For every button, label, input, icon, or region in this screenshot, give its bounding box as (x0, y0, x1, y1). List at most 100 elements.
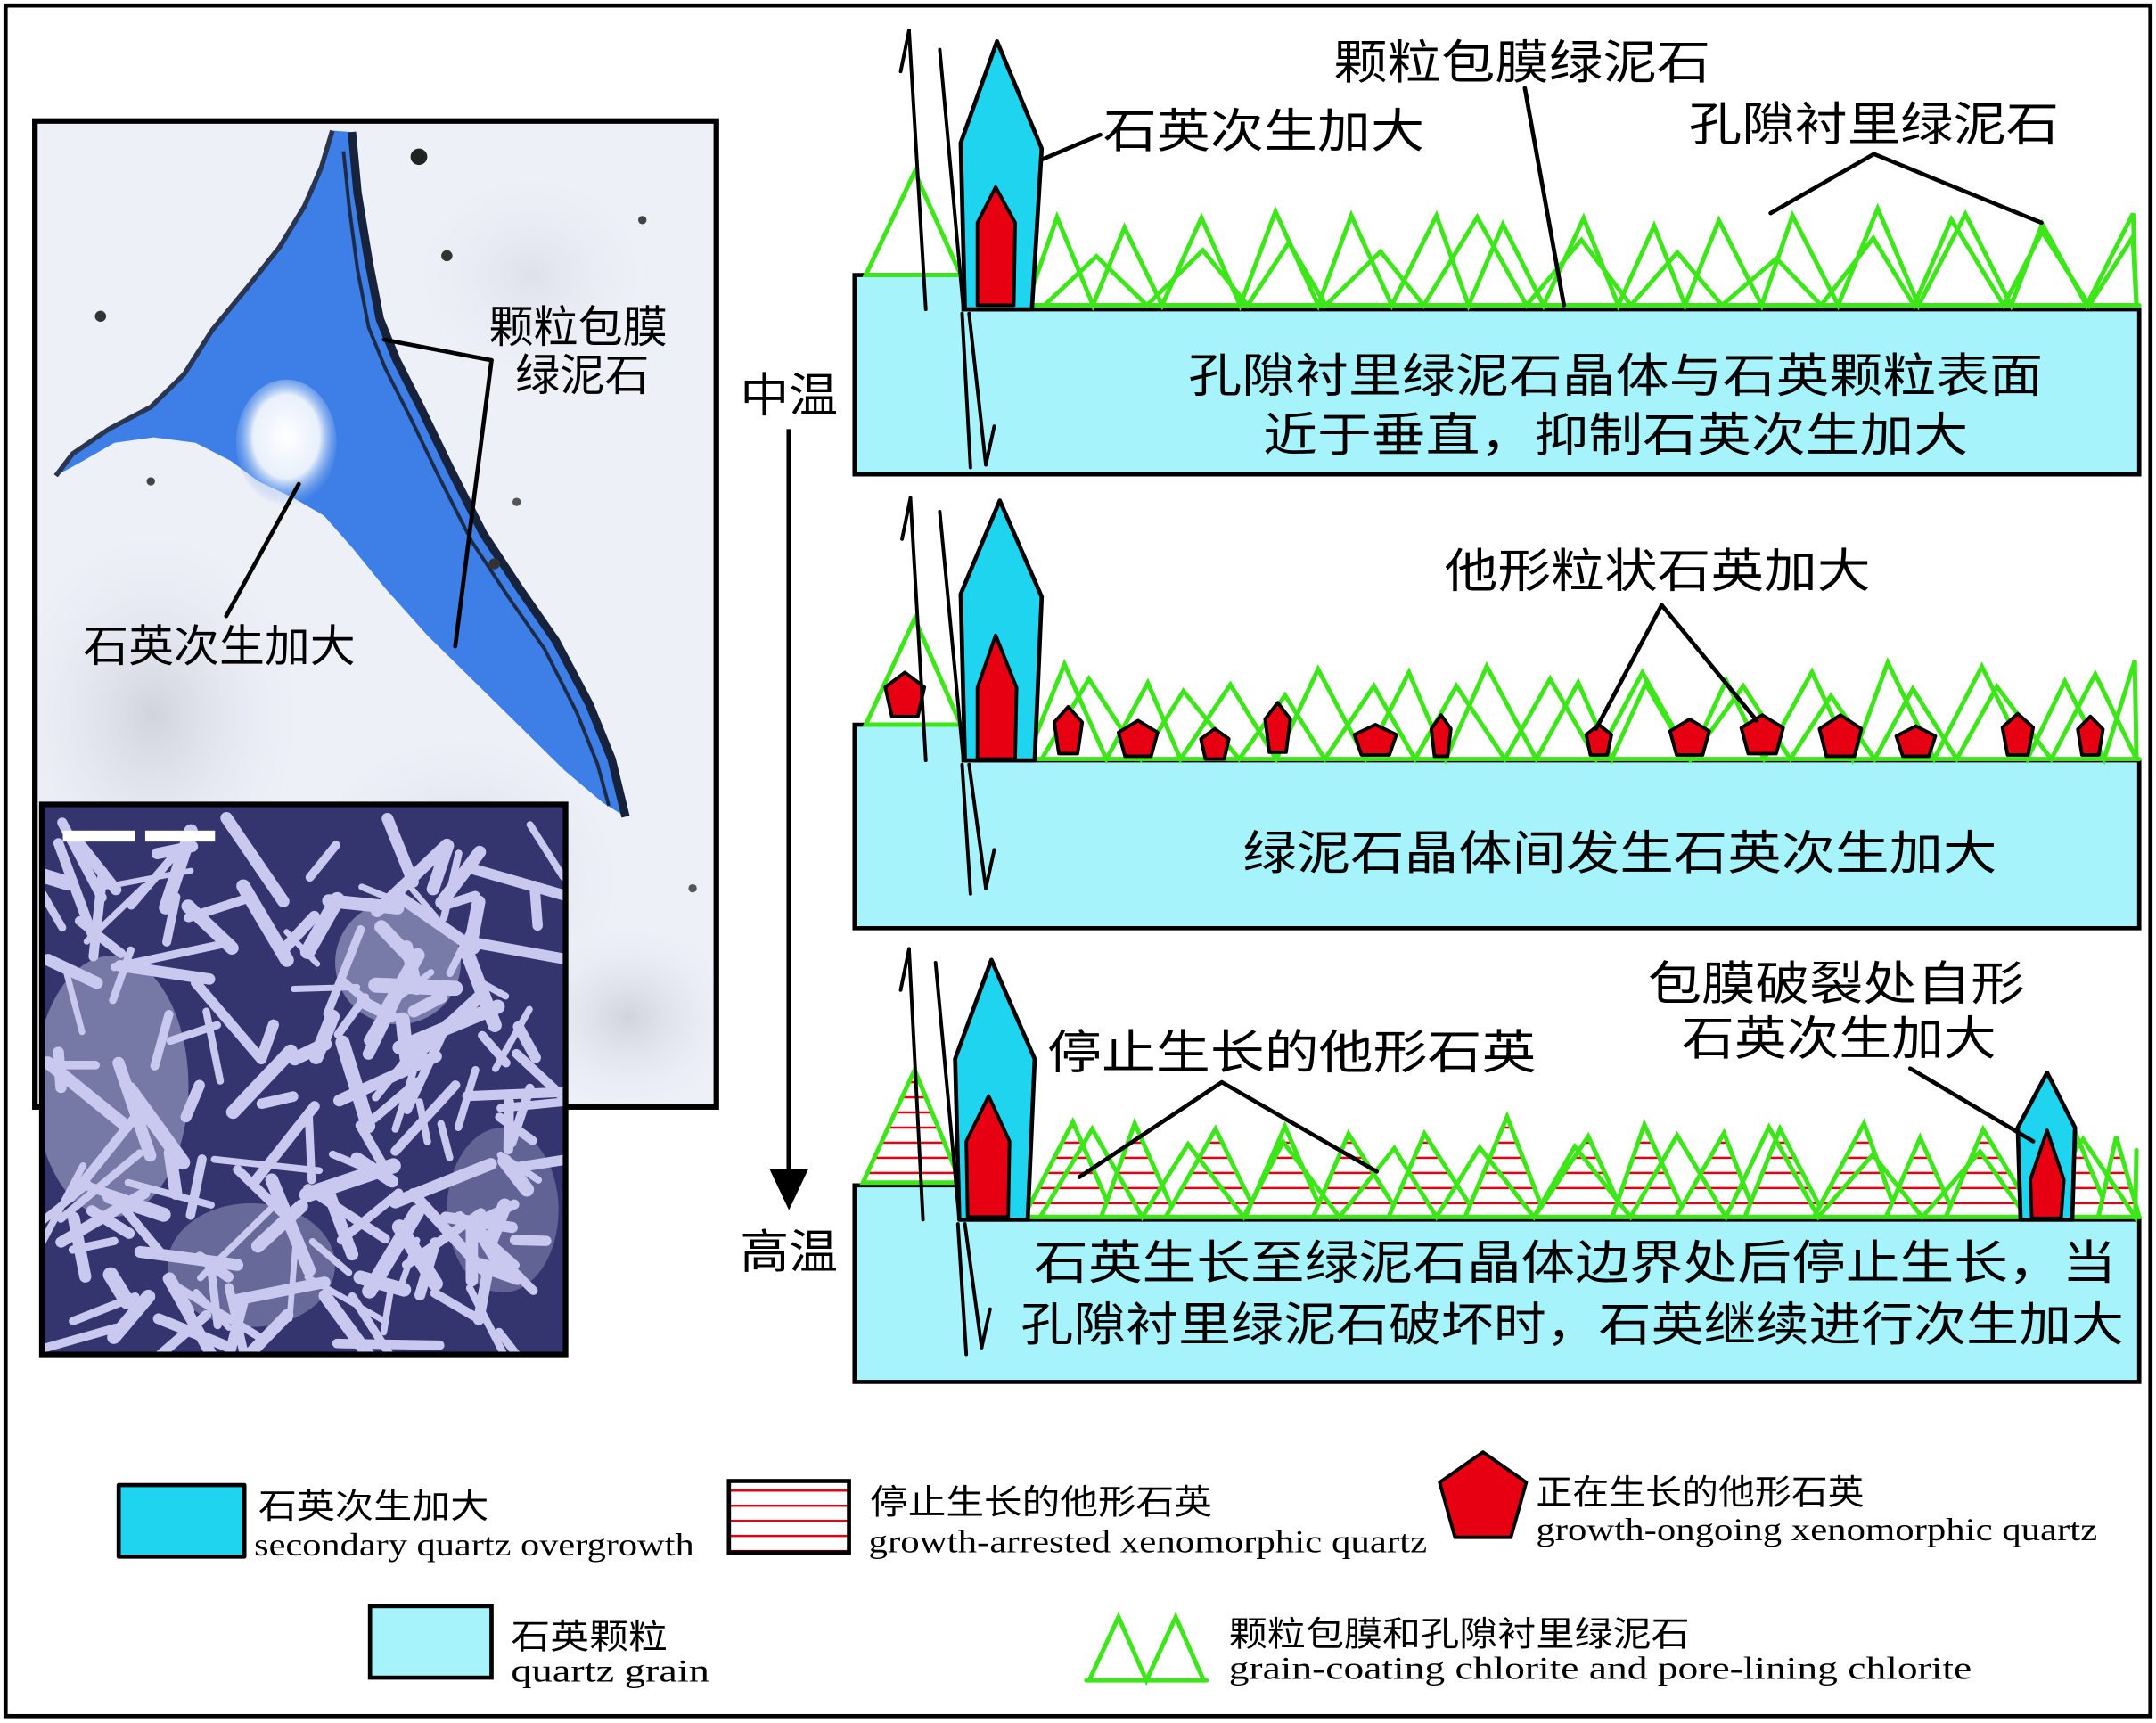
legend-swatch-overgrowth (116, 1482, 247, 1559)
chlorite-flake (162, 1273, 218, 1355)
panel2-caption: 绿泥石晶体间发生石英次生加大 (1242, 826, 1996, 881)
legend-swatch-arrested-quartz (726, 1479, 851, 1555)
panel1-lining-leader (1768, 152, 1876, 216)
fault-arrow-up-barb (898, 29, 911, 74)
chlorite-flake (474, 1258, 525, 1285)
legend-label-zh: 石英颗粒 (511, 1618, 667, 1658)
chlorite-flake (290, 983, 361, 992)
chlorite-flake (150, 1009, 174, 1071)
sem-chlorite-flakes (42, 812, 566, 1355)
scale-bar (62, 830, 135, 842)
photo-coating-leader (453, 357, 494, 649)
chlorite-flake (113, 1197, 168, 1261)
chlorite-flake (395, 1012, 414, 1065)
fault-line (938, 47, 965, 312)
chlorite-flake (469, 864, 566, 902)
chlorite-flake (466, 1199, 520, 1229)
panel1-caption-line1: 孔隙衬里绿泥石晶体与石英颗粒表面 (1188, 349, 2043, 404)
xenomorphic-quartz-core (975, 633, 1019, 761)
photo-mottle (405, 165, 657, 385)
chlorite-flake (371, 838, 454, 917)
chlorite-flake (318, 1289, 376, 1355)
panel2-xenomorphic-leader (1594, 603, 1664, 731)
chlorite-flake (180, 1079, 205, 1123)
chlorite-flake (509, 1235, 552, 1246)
temperature-top-label: 中温 (740, 369, 838, 423)
chlorite-flake (163, 1146, 183, 1201)
photo-coating-leader (381, 337, 494, 363)
legend-label-en: grain-coating chlorite and pore-lining c… (1229, 1651, 1972, 1686)
chlorite-flake (159, 824, 198, 915)
chlorite-flake (250, 1199, 308, 1253)
opaque-grain (441, 250, 453, 262)
chlorite-flake (69, 832, 122, 896)
fault-arrow-down-barb (984, 424, 996, 467)
chlorite-flake (390, 1080, 461, 1156)
panel1-coating-label: 颗粒包膜绿泥石 (1333, 36, 1710, 90)
fault-line (938, 509, 965, 763)
photo-coating-label: 绿泥石 (515, 349, 649, 401)
chlorite-left-crystal (859, 1063, 964, 1186)
panel-intermediate: 绿泥石晶体间发生石英次生加大 他形粒状石英加大 (852, 496, 2142, 931)
chlorite-flake (256, 1091, 299, 1110)
euhedral-overgrowth-core (2029, 1128, 2066, 1220)
chlorite-crystal-row (1037, 1122, 2139, 1225)
panel-medium-temperature: 孔隙衬里绿泥石晶体与石英颗粒表面 近于垂直，抑制石英次生加大 颗粒包膜绿泥石 石… (852, 29, 2142, 477)
chlorite-flake (391, 1219, 443, 1292)
fault-arrow-down (963, 1222, 984, 1350)
chlorite-flake (74, 915, 127, 958)
opaque-grain (146, 477, 155, 486)
chlorite-flake (102, 1189, 171, 1222)
fault-arrow-up (906, 29, 928, 312)
chlorite-coating-inner (341, 151, 611, 807)
chlorite-flake (406, 883, 439, 919)
chlorite-flake (336, 1188, 404, 1245)
chlorite-flake (181, 899, 239, 955)
chlorite-flake (437, 1120, 454, 1161)
chlorite-flake (202, 1007, 225, 1085)
chlorite-flake (439, 849, 463, 922)
legend-label-en: growth-arrested xenomorphic quartz (868, 1524, 1427, 1560)
photo-overgrowth-leader (224, 481, 301, 619)
chlorite-flake (286, 1235, 299, 1322)
opaque-grain (688, 883, 697, 893)
chlorite-flake (471, 975, 510, 1000)
chlorite-flake (392, 999, 505, 1055)
opaque-grain (512, 497, 521, 506)
chlorite-flake (86, 1205, 135, 1239)
chlorite-flake (109, 946, 135, 1005)
photo-overgrowth-label: 石英次生加大 (83, 620, 356, 672)
chlorite-flake (323, 925, 365, 1018)
sem-frame (38, 801, 569, 1358)
chlorite-flake (185, 1154, 207, 1220)
chlorite-flake (210, 1155, 324, 1175)
legend-label-en: growth-ongoing xenomorphic quartz (1536, 1512, 2097, 1547)
chlorite-flake (190, 977, 266, 1063)
panel1-overgrowth-leader (1039, 132, 1103, 162)
chlorite-flake (355, 1120, 389, 1170)
chlorite-left-crystal (862, 166, 964, 278)
chlorite-flake (332, 1050, 442, 1107)
legend: 石英次生加大 secondary quartz overgrowth 停止生长的… (116, 1450, 2097, 1689)
panel3-euhedral-label-line1: 包膜破裂处自形 (1648, 957, 2025, 1012)
panel1-lining-leader (1872, 152, 2044, 226)
chlorite-flake (61, 962, 86, 1036)
photo-coating-label: 颗粒包膜 (488, 301, 668, 353)
chlorite-flake (229, 1276, 331, 1307)
growing-xenomorphic-quartz-grain (1894, 724, 1938, 759)
legend-label-zh: 颗粒包膜和孔隙衬里绿泥石 (1229, 1615, 1690, 1655)
panel1-coating-leader (1522, 86, 1567, 308)
chlorite-flake (446, 917, 480, 978)
panel2-xenomorphic-label: 他形粒状石英加大 (1445, 545, 1871, 599)
growing-xenomorphic-quartz-grain (1052, 705, 1085, 756)
temperature-bottom-label: 高温 (740, 1226, 838, 1280)
arrested-xenomorphic-quartz (1020, 1111, 2143, 1225)
panel3-caption-line2: 孔隙衬里绿泥石破坏时，石英继续进行次生加大 (1021, 1299, 2124, 1353)
chlorite-flake (299, 891, 345, 959)
chlorite-flake (236, 879, 294, 967)
legend-label-zh: 停止生长的他形石英 (870, 1483, 1212, 1523)
chlorite-flake (276, 910, 320, 957)
chlorite-flake (335, 1035, 376, 1134)
chlorite-flake (496, 1097, 566, 1112)
